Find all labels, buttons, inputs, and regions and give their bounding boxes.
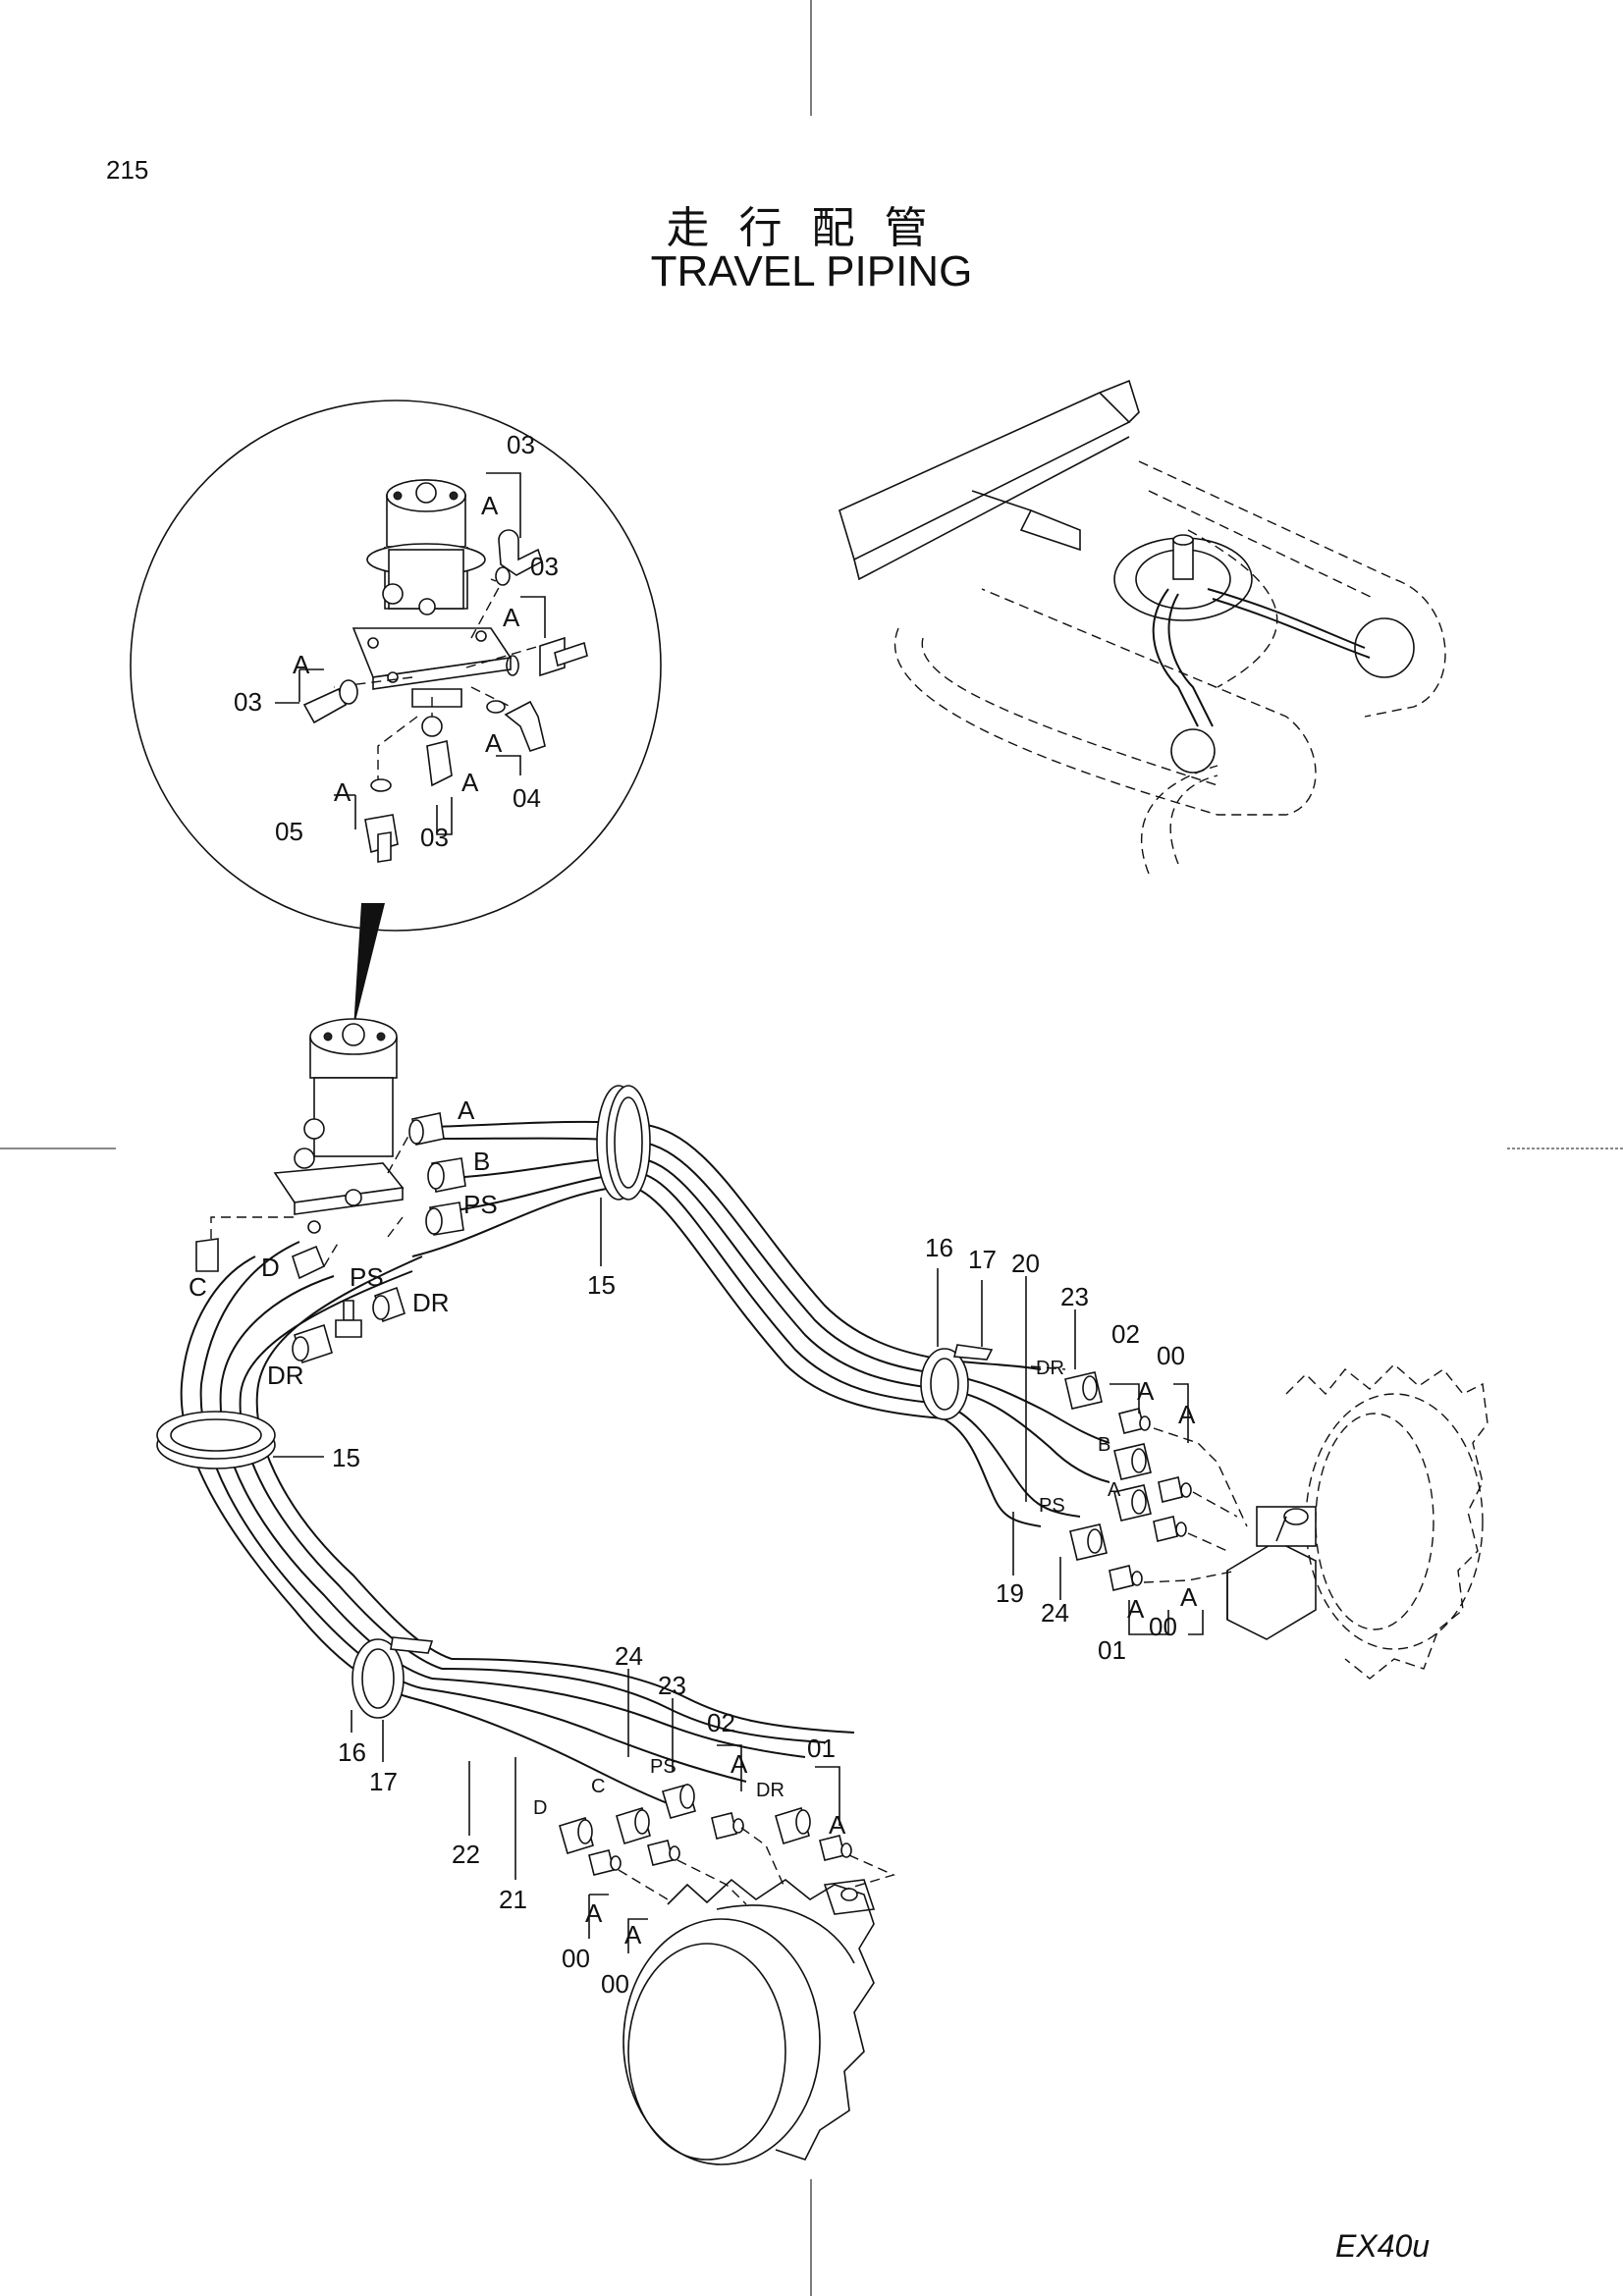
right-callout-19: 19 <box>996 1578 1024 1608</box>
right-callout-24: 24 <box>1041 1598 1069 1628</box>
port-label-d: D <box>261 1253 280 1282</box>
undercarriage-overview <box>839 379 1446 875</box>
right-label-b: B <box>1098 1434 1110 1456</box>
callout-16-left: 16 <box>338 1737 366 1767</box>
right-callout-20: 20 <box>1011 1249 1040 1278</box>
right-callout-a-bot2: A <box>1180 1582 1198 1612</box>
left-label-ps: PS <box>650 1756 676 1778</box>
callout-a-left: A <box>293 650 310 679</box>
left-motor-fittings <box>468 1669 896 1953</box>
left-callout-02: 02 <box>707 1708 735 1737</box>
callout-a-lower-left: A <box>334 777 352 807</box>
right-callout-02: 02 <box>1111 1319 1140 1349</box>
right-callout-a-bot1: A <box>1127 1594 1145 1624</box>
left-callout-01: 01 <box>807 1734 836 1763</box>
swivel-fittings <box>195 1112 466 1364</box>
right-label-dr: DR <box>1036 1358 1064 1379</box>
right-callout-a-top1: A <box>1137 1376 1155 1406</box>
callout-05: 05 <box>275 817 303 846</box>
left-callout-22: 22 <box>452 1840 480 1869</box>
page-title-japanese: 走行配管 <box>666 203 957 253</box>
left-callout-a4: A <box>624 1920 642 1949</box>
callout-15-top: 15 <box>587 1270 616 1300</box>
left-callout-24: 24 <box>615 1641 643 1671</box>
callout-15-left: 15 <box>332 1443 360 1472</box>
callout-a-right: A <box>485 728 503 758</box>
right-callout-01: 01 <box>1098 1635 1126 1665</box>
callout-17-left: 17 <box>369 1767 398 1796</box>
port-label-ps2: PS <box>350 1262 384 1292</box>
right-callout-00-bot: 00 <box>1149 1612 1177 1641</box>
page-title: TRAVEL PIPING <box>650 247 973 295</box>
callout-03-top: 03 <box>507 430 535 459</box>
callout-a-top: A <box>481 491 499 520</box>
port-label-dr: DR <box>412 1288 450 1317</box>
left-callout-21: 21 <box>499 1885 527 1914</box>
left-callout-00-a: 00 <box>562 1944 590 1973</box>
callout-a-mid: A <box>503 603 520 632</box>
port-label-ps: PS <box>463 1190 498 1219</box>
right-travel-motor <box>1226 1363 1488 1680</box>
clamp-15-top <box>596 1085 651 1201</box>
right-callout-a-top2: A <box>1178 1400 1196 1429</box>
port-label-c: C <box>189 1272 207 1302</box>
right-callout-23: 23 <box>1060 1282 1089 1311</box>
right-label-a: A <box>1108 1479 1121 1501</box>
clamp-15-left <box>156 1411 276 1469</box>
page-number: 215 <box>106 155 149 185</box>
left-callout-a3: A <box>585 1898 603 1928</box>
left-label-dr: DR <box>756 1780 784 1801</box>
callout-04: 04 <box>513 783 541 813</box>
center-swivel-joint <box>273 1018 413 1234</box>
right-callout-00-top: 00 <box>1157 1341 1185 1370</box>
right-label-ps: PS <box>1039 1495 1065 1517</box>
left-callout-a1: A <box>730 1749 748 1779</box>
callout-03-bottom: 03 <box>420 823 449 852</box>
detail-magnifier <box>130 400 662 1029</box>
callout-16-right: 16 <box>925 1233 953 1262</box>
callout-03-left: 03 <box>234 687 262 717</box>
clamp-16-left <box>352 1636 434 1719</box>
model-code: EX40u <box>1335 2228 1431 2264</box>
clamp-16-right <box>920 1344 994 1420</box>
callout-03-mid: 03 <box>530 552 559 581</box>
left-label-d: D <box>533 1797 547 1819</box>
callout-a-bottom: A <box>461 768 479 797</box>
right-motor-fittings <box>1012 1276 1248 1635</box>
left-label-c: C <box>591 1776 605 1797</box>
port-label-a: A <box>458 1095 475 1125</box>
left-travel-motor <box>622 1878 876 2165</box>
left-callout-a2: A <box>829 1810 846 1840</box>
callout-17-right: 17 <box>968 1245 997 1274</box>
left-callout-00-b: 00 <box>601 1969 629 1999</box>
port-label-dr2: DR <box>267 1361 304 1390</box>
left-callout-23: 23 <box>658 1671 686 1700</box>
swivel-joint-detail <box>352 479 513 708</box>
port-label-b: B <box>473 1147 490 1176</box>
